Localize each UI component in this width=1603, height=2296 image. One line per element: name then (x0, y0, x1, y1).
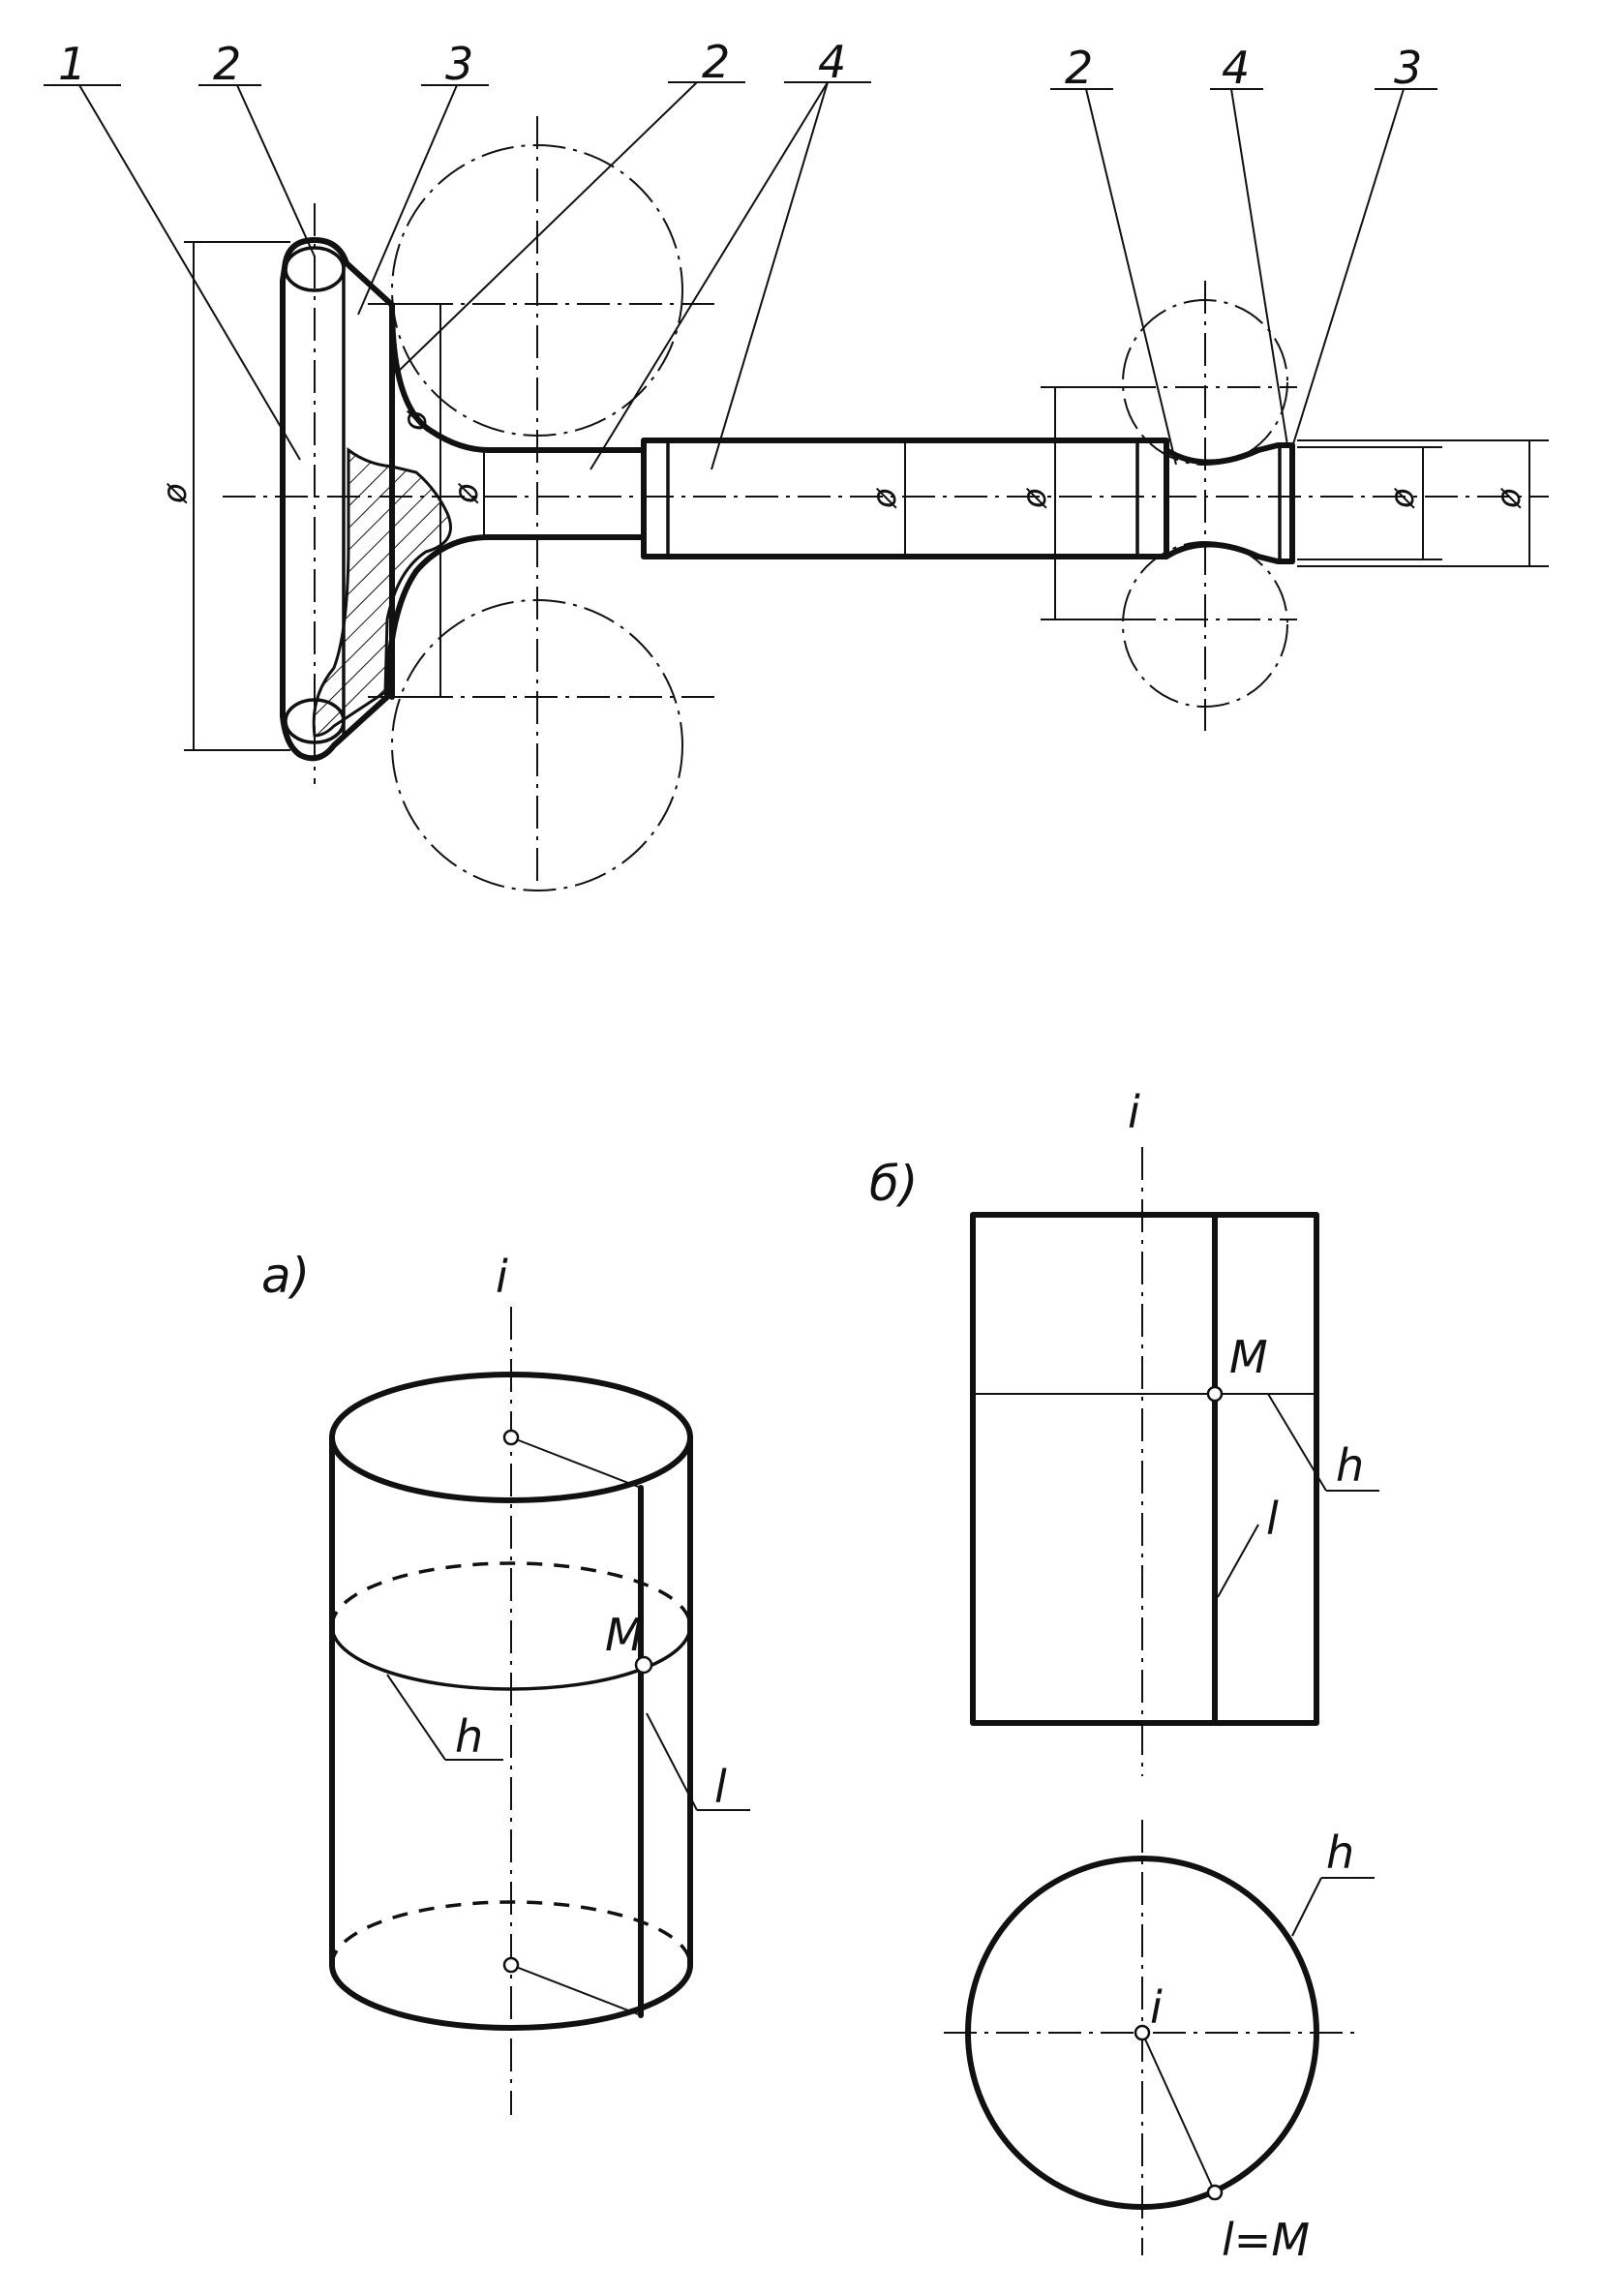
leader-label-1: 1 (58, 38, 86, 90)
b-h-leader (1267, 1393, 1327, 1492)
leader-label-3b: 3 (1394, 42, 1422, 94)
cylinder-bottom-back (330, 1900, 692, 1966)
cylinder-bottom-front (329, 1962, 693, 2031)
top-view-center-point (1134, 2024, 1151, 2041)
shaft-figure: ø ø ø ø ø ø ø 1 2 3 2 4 2 4 3 (44, 36, 1549, 891)
figure-b-point-label: M (1229, 1331, 1268, 1383)
top-view-radius (1141, 2032, 1216, 2193)
figure-b-orthographic: б) i M h l i l=M h (869, 1086, 1379, 2266)
leader-label-4a: 4 (818, 36, 846, 88)
leader-label-2c: 2 (1065, 42, 1093, 94)
phi-end-inner: ø (1383, 487, 1422, 509)
top-view-parallel-label: h (1326, 1827, 1354, 1879)
top-radius (510, 1436, 642, 1489)
section-hatch (312, 447, 452, 738)
phi-flange: ø (156, 482, 195, 504)
leader-label-3a: 3 (445, 38, 473, 90)
top-view-point-label: l=M (1222, 2214, 1310, 2266)
phi-roller-gap: ø (396, 409, 435, 432)
front-view-rectangle (970, 1212, 1319, 1726)
flange-rim-ellipse (284, 246, 346, 292)
top-center-point (502, 1429, 520, 1446)
dimension-lines (184, 241, 1549, 751)
figure-a-caption: a) (261, 1248, 310, 1304)
phi-neck: ø (447, 482, 486, 504)
figure-a-point-label: M (605, 1609, 644, 1661)
leader-label-2a: 2 (213, 38, 241, 90)
point-m (634, 1655, 653, 1675)
top-view-axis-label: i (1150, 1981, 1163, 2034)
phi-shaft-main: ø (865, 487, 904, 509)
leader-label-2b: 2 (702, 36, 730, 88)
l-leader (646, 1712, 698, 1811)
b-l-leader (1217, 1524, 1259, 1598)
figure-a-axis-label: i (496, 1251, 508, 1303)
parallel-h-back (330, 1561, 692, 1627)
figure-b-generatrix-label: l (1266, 1493, 1279, 1545)
phi-end-outer: ø (1490, 487, 1528, 509)
bottom-radius (510, 1964, 642, 2016)
figure-a-cylinder: a) i M h l (261, 1248, 750, 2115)
phi-roller-right: ø (1015, 487, 1054, 509)
figure-a-parallel-label: h (455, 1710, 483, 1763)
top-view-point-lm (1206, 2184, 1224, 2201)
bottom-center-point (502, 1956, 520, 1974)
top-view-h-leader (1291, 1877, 1322, 1937)
figure-b-caption: б) (869, 1156, 918, 1212)
figure-b-axis-label: i (1128, 1086, 1140, 1138)
figure-a-generatrix-label: l (714, 1761, 727, 1813)
leader-lines (44, 81, 1437, 470)
parallel-h-front (330, 1625, 692, 1691)
front-view-point-m (1206, 1385, 1224, 1403)
figure-b-parallel-label: h (1336, 1439, 1364, 1492)
leader-label-4b: 4 (1222, 42, 1250, 94)
h-leader (386, 1674, 446, 1761)
